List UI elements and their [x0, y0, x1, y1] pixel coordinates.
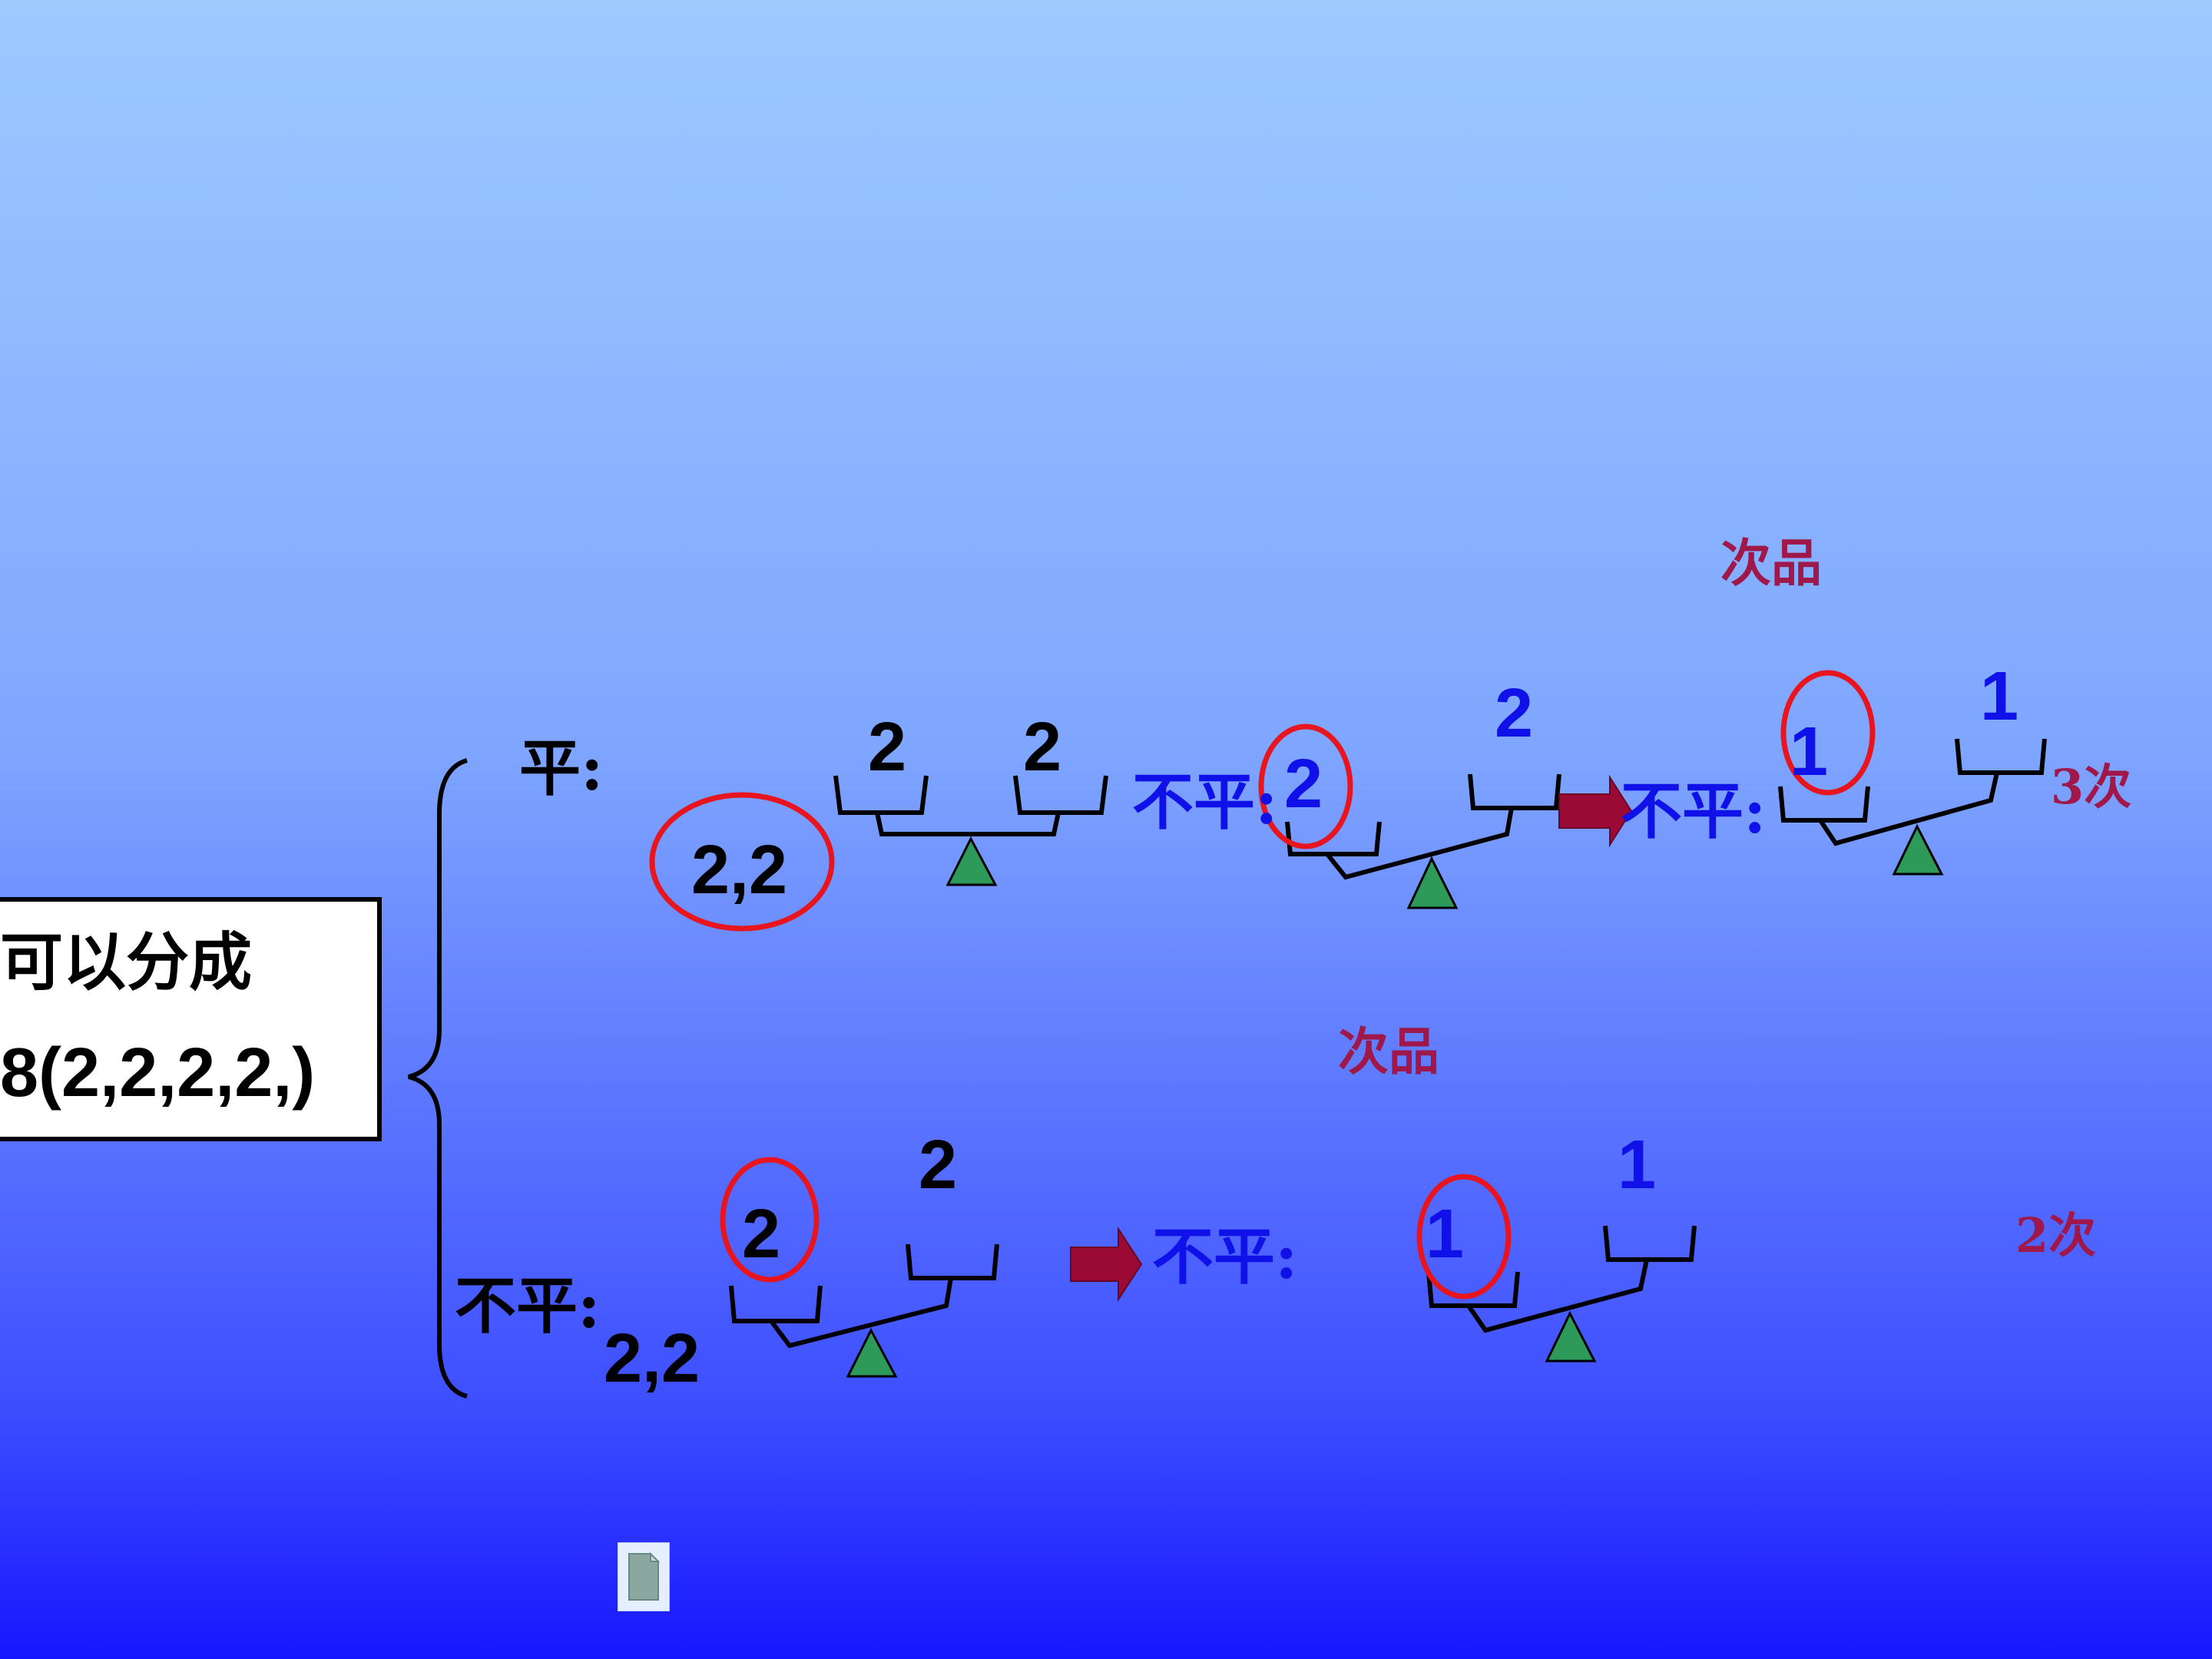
pan-right — [1603, 1225, 1697, 1262]
highlight-circle — [649, 792, 835, 932]
fulcrum-icon — [1406, 856, 1459, 909]
fulcrum-icon — [1892, 823, 1944, 876]
highlight-circle — [1780, 670, 1876, 796]
top-branch-label: 平: — [519, 732, 604, 804]
top-scale1-right-weight: 2 — [1023, 709, 1062, 786]
file-icon[interactable] — [618, 1542, 670, 1611]
top-scale2-right-weight: 2 — [1495, 675, 1534, 752]
bottom-count-label: 2次 — [2015, 1207, 2097, 1263]
top-unequal-1: 不平: — [1132, 766, 1278, 838]
bottom-defect-label: 次品 — [1338, 1022, 1439, 1081]
highlight-circle — [1416, 1174, 1512, 1300]
fulcrum-icon — [945, 836, 998, 886]
scale-top-1 — [833, 775, 1108, 836]
box-suffix: ,) — [273, 1035, 316, 1111]
scale-bottom-1 — [729, 1243, 999, 1349]
fulcrum-icon — [846, 1327, 898, 1378]
box-comma: , — [157, 1035, 177, 1111]
pan-left — [729, 1285, 823, 1323]
bottom-scale1-left-weight: 2 — [742, 1196, 781, 1273]
beam — [1466, 1259, 1649, 1333]
pan-right — [1468, 773, 1561, 810]
beam — [875, 812, 1061, 836]
scale-top-2 — [1285, 773, 1561, 880]
fulcrum-icon — [1545, 1310, 1597, 1363]
pan-right — [1013, 775, 1108, 815]
pan-left — [1285, 821, 1382, 856]
top-defect-label: 次品 — [1720, 533, 1822, 593]
pan-left — [1778, 786, 1870, 823]
beam — [1818, 772, 1999, 846]
pan-left — [833, 775, 929, 815]
bottom-unequal: 不平: — [1152, 1220, 1298, 1293]
top-scale2-left-weight: 2 — [1284, 746, 1323, 823]
bottom-branch-label: 不平: — [455, 1270, 601, 1342]
pan-left — [1426, 1271, 1520, 1308]
bottom-scale2-left-weight: 1 — [1426, 1196, 1465, 1273]
bottom-scale1-right-weight: 2 — [919, 1127, 958, 1204]
scale-bottom-2 — [1426, 1225, 1697, 1333]
box-group-1: 2,2 — [61, 1035, 158, 1111]
bottom-group-label: 2,2 — [604, 1320, 700, 1397]
bottom-scale2-right-weight: 1 — [1618, 1127, 1657, 1204]
beam — [1325, 807, 1514, 880]
top-scale3-right-weight: 1 — [1980, 658, 2019, 735]
box-grouping: 8(2,2,2,2,) — [0, 1038, 315, 1108]
arrow-right-icon — [1558, 774, 1633, 848]
arrow-right-icon — [1070, 1226, 1143, 1303]
highlight-circle — [720, 1157, 820, 1283]
beam — [769, 1277, 953, 1349]
top-scale3-left-weight: 1 — [1790, 714, 1829, 790]
box-prefix: 8( — [0, 1035, 62, 1111]
highlight-circle — [1258, 724, 1353, 849]
top-unequal-2: 不平: — [1621, 775, 1767, 847]
box-group-2: 2,2 — [177, 1035, 273, 1111]
box-title: 可以分成 — [0, 926, 253, 999]
scale-top-3 — [1778, 738, 2047, 846]
top-count-label: 3次 — [2051, 759, 2132, 815]
pan-right — [906, 1243, 999, 1280]
file-glyph — [628, 1551, 661, 1601]
pan-right — [1955, 738, 2047, 775]
curly-brace — [408, 758, 468, 1399]
grouping-box: 可以分成 8(2,2,2,2,) — [0, 897, 382, 1141]
top-group-label: 2,2 — [691, 832, 788, 909]
top-scale1-left-weight: 2 — [868, 709, 907, 786]
